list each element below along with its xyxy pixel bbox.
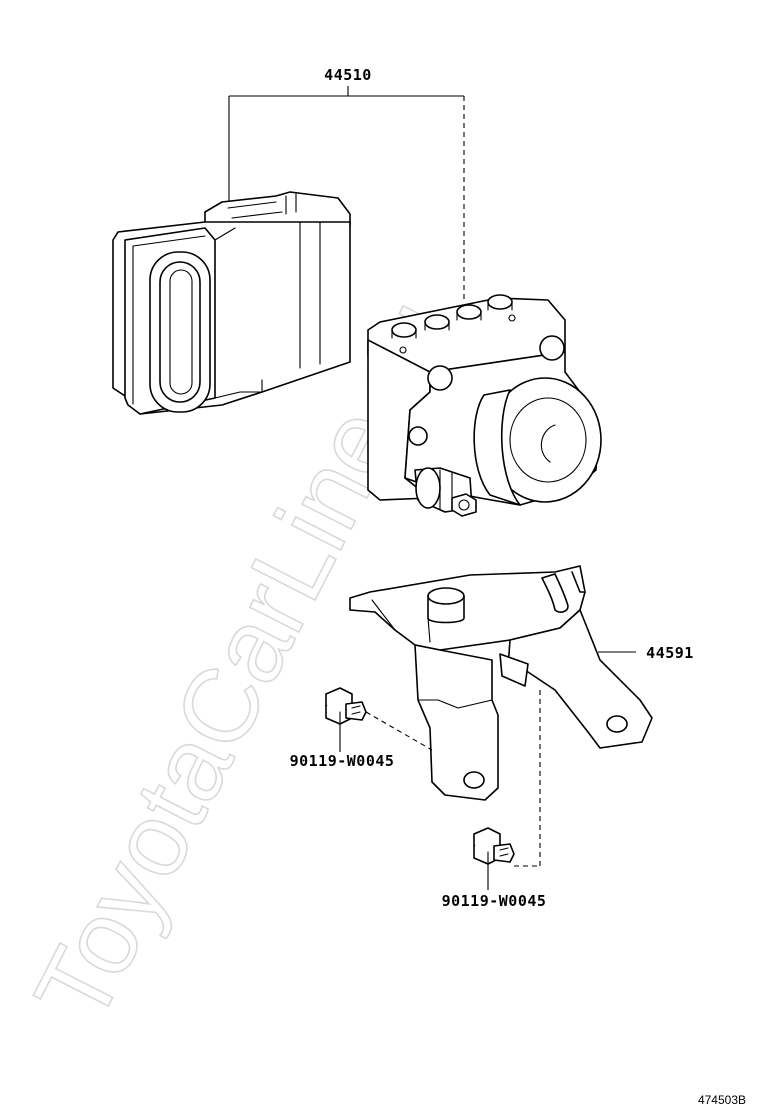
bolt-upper[interactable] xyxy=(325,687,367,725)
bolt-lower[interactable] xyxy=(473,827,515,865)
bolt-lower-install-path xyxy=(514,690,541,867)
part-label-44591[interactable]: 44591 xyxy=(646,644,694,662)
figure-reference: 474503B xyxy=(698,1093,746,1107)
part-label-bolt-upper[interactable]: 90119-W0045 xyxy=(290,752,395,770)
part-label-44510[interactable]: 44510 xyxy=(324,66,372,84)
actuator-bracket[interactable] xyxy=(349,565,653,801)
abs-ecu-module[interactable] xyxy=(112,191,351,415)
abs-hydraulic-unit[interactable] xyxy=(367,294,602,517)
part-label-bolt-lower[interactable]: 90119-W0045 xyxy=(442,892,547,910)
leader-44510 xyxy=(228,86,465,300)
bolt-upper-install-path xyxy=(365,711,433,751)
